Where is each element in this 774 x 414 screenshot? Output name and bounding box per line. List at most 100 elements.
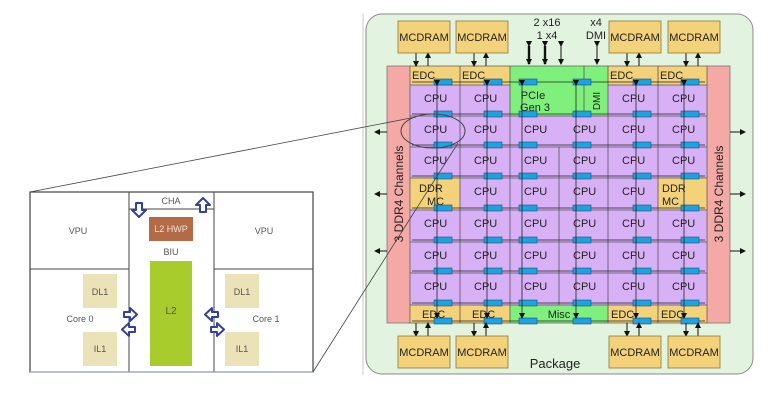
cpu-label: CPU bbox=[424, 124, 447, 136]
cpu-label: CPU bbox=[622, 93, 645, 105]
dl1-right-block bbox=[225, 274, 259, 308]
mesh-grid: EDC EDC EDC EDC CPU CPU CPU CPU CPU CPU CPU CPU CPU C… bbox=[409, 65, 708, 324]
ddr-mc-label: DDR bbox=[419, 183, 443, 195]
l2-label: L2 bbox=[165, 306, 177, 317]
cpu-label: CPU bbox=[622, 218, 645, 230]
cpu-label: CPU bbox=[573, 218, 596, 230]
cpu-label: CPU bbox=[573, 281, 596, 293]
mesh-router bbox=[572, 317, 592, 325]
cpu-label: CPU bbox=[424, 281, 447, 293]
cpu-label: CPU bbox=[474, 281, 497, 293]
edc-label: EDC bbox=[661, 309, 684, 321]
mesh-cell-cpu bbox=[510, 273, 559, 305]
io-label-2x16: 2 x16 bbox=[534, 17, 561, 29]
cpu-label: CPU bbox=[622, 155, 645, 167]
mesh-router bbox=[483, 317, 503, 325]
io-label-dmi: DMI bbox=[586, 30, 606, 42]
cpu-label: CPU bbox=[474, 93, 497, 105]
mcdram-bottom-2: MCDRAM bbox=[608, 335, 662, 369]
ddr4-label-right: 3 DDR4 Channels bbox=[712, 146, 726, 243]
cpu-label: CPU bbox=[622, 186, 645, 198]
cpu-label: CPU bbox=[474, 250, 497, 262]
il1-left-block bbox=[83, 332, 117, 366]
external-connections bbox=[374, 41, 746, 337]
cpu-label: CPU bbox=[524, 218, 547, 230]
cpu-label: CPU bbox=[622, 250, 645, 262]
il1-right-block bbox=[225, 332, 259, 366]
mesh-router bbox=[632, 317, 652, 325]
cpu-label: CPU bbox=[573, 124, 596, 136]
arrow-right-icon bbox=[123, 307, 138, 322]
l2-hwp-block bbox=[149, 217, 193, 241]
mesh-router bbox=[433, 317, 453, 325]
io-label-x4: x4 bbox=[590, 17, 602, 29]
cpu-label: CPU bbox=[474, 124, 497, 136]
mcdram-label: MCDRAM bbox=[399, 347, 449, 359]
mcdram-bottom-3: MCDRAM bbox=[667, 335, 721, 369]
ddr-mc-label: DDR bbox=[662, 183, 686, 195]
dmi-label: DMI bbox=[592, 92, 603, 110]
mesh-routers bbox=[412, 78, 705, 325]
mcdram-label: MCDRAM bbox=[610, 32, 660, 44]
cpu-label: CPU bbox=[524, 186, 547, 198]
edc-label: EDC bbox=[660, 70, 683, 82]
tile-detail: CHA L2 HWP BIU L2 VPU VPU DL1 IL1 Core 0… bbox=[29, 191, 314, 373]
cpu-label: CPU bbox=[474, 186, 497, 198]
cpu-label: CPU bbox=[622, 124, 645, 136]
zoom-line-top bbox=[29, 116, 417, 193]
cpu-label: CPU bbox=[424, 250, 447, 262]
cpu-label: CPU bbox=[474, 218, 497, 230]
mcdram-top-3: MCDRAM bbox=[667, 20, 721, 54]
mesh-router bbox=[433, 78, 453, 86]
mesh-cell-misc bbox=[559, 305, 608, 323]
mcdram-top-1: MCDRAM bbox=[455, 20, 509, 54]
ddr4-label-left: 3 DDR4 Channels bbox=[392, 146, 406, 243]
mcdram-bottom-0: MCDRAM bbox=[397, 335, 451, 369]
misc-label: Misc bbox=[548, 309, 571, 321]
cpu-label: CPU bbox=[424, 218, 447, 230]
zoom-ellipse bbox=[400, 113, 466, 149]
cpu-label: CPU bbox=[524, 281, 547, 293]
mcdram-label: MCDRAM bbox=[399, 32, 449, 44]
grid-outline bbox=[409, 65, 708, 324]
mesh-router bbox=[632, 78, 652, 86]
mesh-cell-cpu bbox=[559, 210, 608, 242]
edc-label: EDC bbox=[462, 70, 485, 82]
dl1-left-label: DL1 bbox=[92, 287, 109, 297]
il1-right-label: IL1 bbox=[236, 344, 249, 354]
arrow-right-icon bbox=[210, 322, 225, 337]
mesh-cell-cpu bbox=[559, 178, 608, 210]
mcdram-label: MCDRAM bbox=[669, 32, 719, 44]
mesh-router bbox=[518, 78, 538, 86]
mcdram-label: MCDRAM bbox=[610, 347, 660, 359]
mesh-cell-io bbox=[559, 66, 608, 85]
vpu-right-label: VPU bbox=[255, 226, 274, 236]
cpu-label: CPU bbox=[524, 155, 547, 167]
mesh-router bbox=[680, 317, 700, 325]
package-label: Package bbox=[530, 356, 581, 371]
pcie-label: PCIe bbox=[521, 90, 545, 102]
mesh-router bbox=[483, 78, 503, 86]
edc-label: EDC bbox=[610, 70, 633, 82]
mcdram-label: MCDRAM bbox=[457, 347, 507, 359]
mcdram-top-2: MCDRAM bbox=[608, 20, 662, 54]
core1-label: Core 1 bbox=[252, 314, 279, 324]
cpu-label: CPU bbox=[524, 250, 547, 262]
mesh-cell-cpu bbox=[559, 273, 608, 305]
mcdram-label: MCDRAM bbox=[457, 32, 507, 44]
mcdram-label: MCDRAM bbox=[669, 347, 719, 359]
mesh-router bbox=[572, 78, 592, 86]
cpu-label: CPU bbox=[424, 93, 447, 105]
mesh-router bbox=[518, 317, 538, 325]
l2-hwp-label: L2 HWP bbox=[154, 224, 188, 234]
edc-label: EDC bbox=[611, 309, 634, 321]
arrow-up-icon bbox=[195, 197, 211, 213]
mesh-cell-cpu bbox=[510, 210, 559, 242]
cpu-label: CPU bbox=[474, 155, 497, 167]
ddr-mc-label: MC bbox=[662, 196, 679, 208]
mesh-router bbox=[680, 78, 700, 86]
vpu-left-label: VPU bbox=[69, 226, 88, 236]
il1-left-label: IL1 bbox=[94, 344, 107, 354]
zoom-line-bottom bbox=[312, 142, 459, 373]
